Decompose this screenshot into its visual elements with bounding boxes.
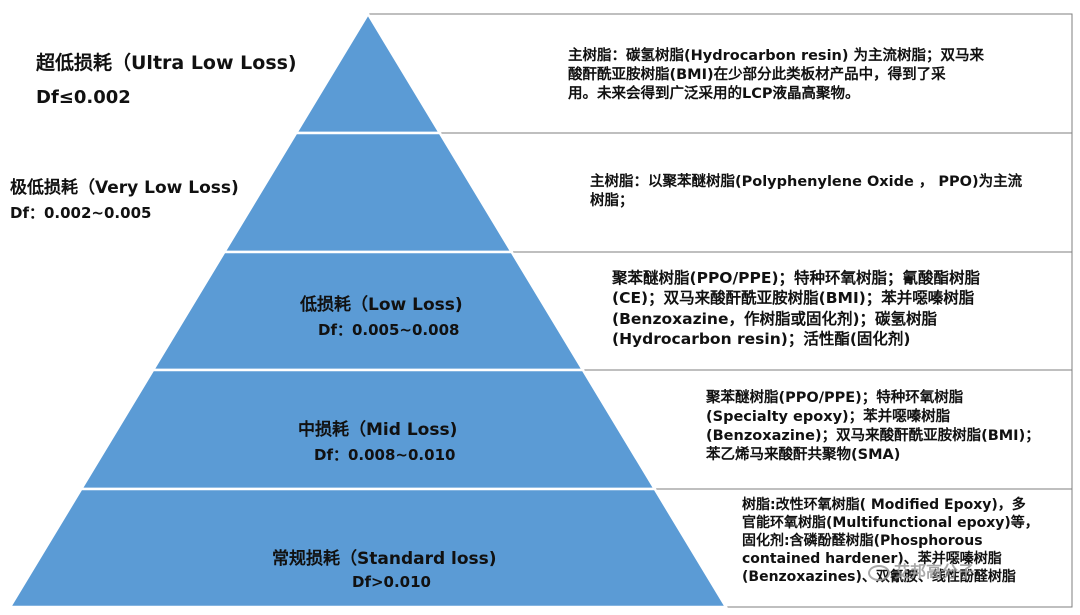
desc-line: 聚苯醚树脂(PPO/PPE)；特种环氧树脂: [706, 390, 964, 406]
tier-label-low: 低损耗（Low Loss) Df：0.005~0.008: [300, 290, 463, 340]
tier-df: Df：0.005~0.008: [318, 321, 460, 339]
tier-df: Df≤0.002: [36, 87, 131, 108]
tier-description-low: 聚苯醚树脂(PPO/PPE)；特种环氧树脂；氰酸酯树脂 (CE)；双马来酸酐酰亚…: [612, 268, 980, 350]
pyramid-tier-standard: [7, 487, 729, 609]
tier-label-very-low: 极低损耗（Very Low Loss) Df：0.002~0.005: [10, 173, 239, 223]
desc-line: contained hardener)、苯并噁嗪树脂: [742, 550, 1002, 567]
desc-line: (Benzoxazine，作树脂或固化剂)；碳氢树脂: [612, 309, 938, 328]
tier-label-standard: 常规损耗（Standard loss) Df>0.010: [272, 544, 497, 591]
desc-line: 用。未来会得到广泛采用的LCP液晶高聚物。: [568, 86, 860, 103]
desc-line: 主树脂：以聚苯醚树脂(Polyphenylene Oxide ， PPO)为主流: [590, 174, 1023, 190]
tier-description-standard: 树脂:改性环氧树脂( Modified Epoxy)，多 官能环氧树脂(Mult…: [742, 497, 1039, 587]
desc-line: 树脂:改性环氧树脂( Modified Epoxy)，多: [742, 497, 1026, 513]
tier-label-ultra-low: 超低损耗（Ultra Low Loss) Df≤0.002: [36, 48, 297, 108]
tier-name: 极低损耗（Very Low Loss): [10, 178, 239, 198]
tier-df: Df：0.008~0.010: [314, 446, 456, 464]
desc-line: (Hydrocarbon resin)；活性酯(固化剂): [612, 330, 911, 349]
tier-label-mid: 中损耗（Mid Loss) Df：0.008~0.010: [298, 415, 457, 465]
desc-line: (Specialty epoxy)；苯并噁嗪树脂: [706, 409, 951, 426]
tier-description-mid: 聚苯醚树脂(PPO/PPE)；特种环氧树脂 (Specialty epoxy)；…: [706, 389, 1040, 466]
desc-line: 聚苯醚树脂(PPO/PPE)；特种环氧树脂；氰酸酯树脂: [612, 269, 981, 287]
tier-name: 中损耗（Mid Loss): [298, 420, 458, 440]
tier-df: Df：0.002~0.005: [10, 204, 152, 222]
desc-line: 官能环氧树脂(Multifunctional epoxy)等，: [742, 514, 1039, 531]
tier-description-ultra-low: 主树脂：碳氢树脂(Hydrocarbon resin) 为主流树脂；双马来 酸酐…: [568, 47, 984, 104]
desc-line: 树脂；: [590, 193, 634, 210]
desc-line: 酸酐酰亚胺树脂(BMI)在少部分此类板材产品中，得到了采: [568, 67, 946, 84]
tier-df: Df>0.010: [352, 573, 431, 591]
desc-line: (CE)；双马来酸酐酰亚胺树脂(BMI)；苯并噁嗪树脂: [612, 289, 975, 308]
watermark: 艾邦高分子: [868, 558, 974, 582]
desc-line: (Benzoxazine)；双马来酸酐酰亚胺树脂(BMI)；: [706, 428, 1040, 445]
tier-name: 低损耗（Low Loss): [300, 295, 463, 315]
desc-line: 固化剂:含磷酚醛树脂(Phosphorous: [742, 532, 983, 549]
watermark-text: 艾邦高分子: [894, 562, 975, 581]
wechat-icon: [868, 564, 890, 581]
desc-line: 苯乙烯马来酸酐共聚物(SMA): [706, 447, 901, 464]
desc-line: 主树脂：碳氢树脂(Hydrocarbon resin) 为主流树脂；双马来: [568, 48, 985, 64]
tier-name: 常规损耗（Standard loss): [272, 549, 497, 569]
tier-description-very-low: 主树脂：以聚苯醚树脂(Polyphenylene Oxide ， PPO)为主流…: [590, 173, 1022, 211]
tier-name: 超低损耗（Ultra Low Loss): [36, 52, 297, 74]
